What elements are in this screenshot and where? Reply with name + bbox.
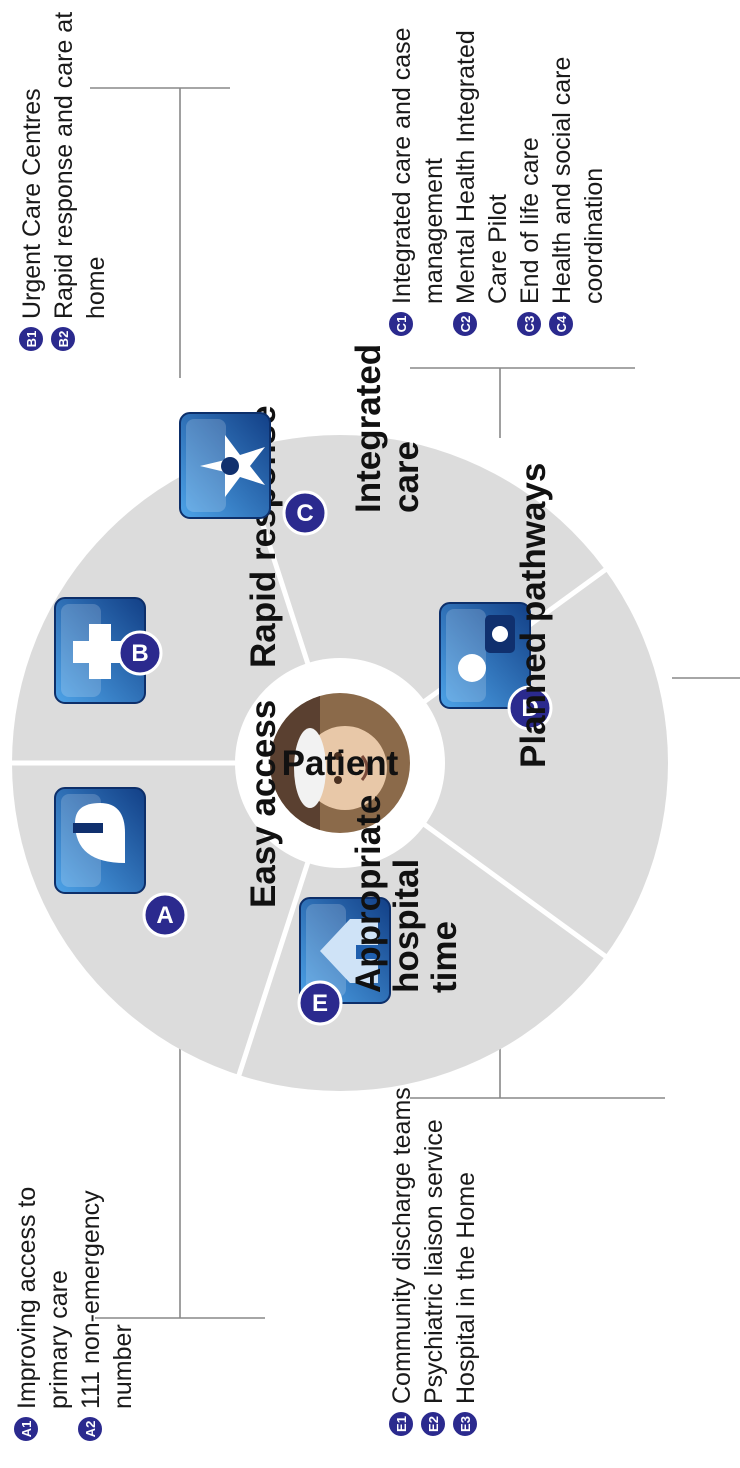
item-badge: B1 (17, 325, 45, 353)
center-label: Patient (282, 744, 399, 783)
svg-text:C3: C3 (522, 316, 537, 333)
callout-text: Urgent Care Centres (18, 88, 46, 319)
callout-text: Integrated care and case (388, 27, 416, 304)
svg-text:A2: A2 (83, 1421, 98, 1438)
connector-lines (90, 87, 740, 1319)
svg-text:A: A (156, 902, 173, 929)
item-badge: C1 (387, 310, 415, 338)
callout-text: number (109, 1324, 137, 1409)
item-badge: C3 (515, 310, 543, 338)
segment-title-c: Integrated (349, 344, 388, 513)
segment-title-e: time (425, 921, 464, 993)
callout-text: Psychiatric liaison service (420, 1119, 448, 1404)
callout-text: Care Pilot (484, 194, 512, 304)
segment-badge-c: C (282, 490, 328, 536)
callout-text: management (420, 158, 448, 304)
callout-item: E1 Community discharge teams (387, 1087, 416, 1438)
callout-item: E3 Hospital in the Home (451, 1172, 480, 1438)
svg-text:E3: E3 (458, 1416, 473, 1432)
ear-phone-icon (54, 787, 146, 894)
callout-text: Health and social care (548, 57, 576, 304)
callout-text: 111 non-emergency (77, 1190, 105, 1409)
segment-title-e: Appropriate (349, 795, 388, 993)
callout-text: Mental Health Integrated (452, 30, 480, 304)
callout-text: Improving access to (13, 1187, 41, 1409)
svg-text:C2: C2 (458, 316, 473, 333)
nurse-medical-bag-icon (439, 602, 531, 709)
callout-text: coordination (580, 168, 608, 304)
segment-title-c: care (387, 441, 426, 513)
connector-b (90, 87, 230, 378)
svg-text:D: D (521, 695, 538, 722)
svg-text:B1: B1 (24, 331, 39, 348)
callout-text: Hospital in the Home (452, 1172, 480, 1404)
callout-text: primary care (45, 1270, 73, 1409)
segment-title-e: hospital (387, 859, 426, 993)
segment-title-d: Planned pathways (514, 463, 553, 768)
segment-title-a: Easy access (244, 700, 283, 908)
callout-item: B1 Urgent Care Centres (17, 88, 46, 353)
connector-c (410, 367, 635, 438)
ambulance-cross-icon (54, 597, 146, 704)
svg-text:E2: E2 (426, 1416, 441, 1432)
item-badge: A1 (12, 1415, 40, 1443)
svg-text:B2: B2 (56, 331, 71, 348)
segment-badge-a: A (142, 892, 188, 938)
callout-item: C3 End of life care (515, 137, 544, 338)
callout-text: Community discharge teams (388, 1087, 416, 1404)
item-badge: C2 (451, 310, 479, 338)
svg-text:C: C (296, 500, 313, 527)
segment-a: A Easy access (54, 700, 283, 938)
callout-text: home (82, 256, 110, 319)
segment-badge-d: D (507, 685, 553, 731)
item-badge: E2 (419, 1410, 447, 1438)
callout-text: End of life care (516, 137, 544, 304)
house-icon (299, 897, 391, 1004)
svg-text:C4: C4 (554, 315, 569, 332)
callout-text: Rapid response and care at (50, 12, 78, 319)
item-badge: E1 (387, 1410, 415, 1438)
callout-item: E2 Psychiatric liaison service (419, 1119, 448, 1438)
item-badge: B2 (49, 325, 77, 353)
svg-text:A1: A1 (19, 1421, 34, 1438)
patient-photo (270, 693, 410, 833)
svg-text:C1: C1 (394, 316, 409, 333)
patient-face-icon (303, 726, 387, 810)
svg-text:E: E (312, 990, 328, 1017)
svg-text:E1: E1 (394, 1416, 409, 1432)
segment-badge-b: B (117, 630, 163, 676)
segment-badge-e: E (297, 980, 343, 1026)
svg-text:B: B (131, 640, 148, 667)
item-badge: C4 (547, 310, 575, 338)
hands-heart-icon (179, 412, 271, 519)
item-badge: A2 (76, 1415, 104, 1443)
item-badge: E3 (451, 1410, 479, 1438)
